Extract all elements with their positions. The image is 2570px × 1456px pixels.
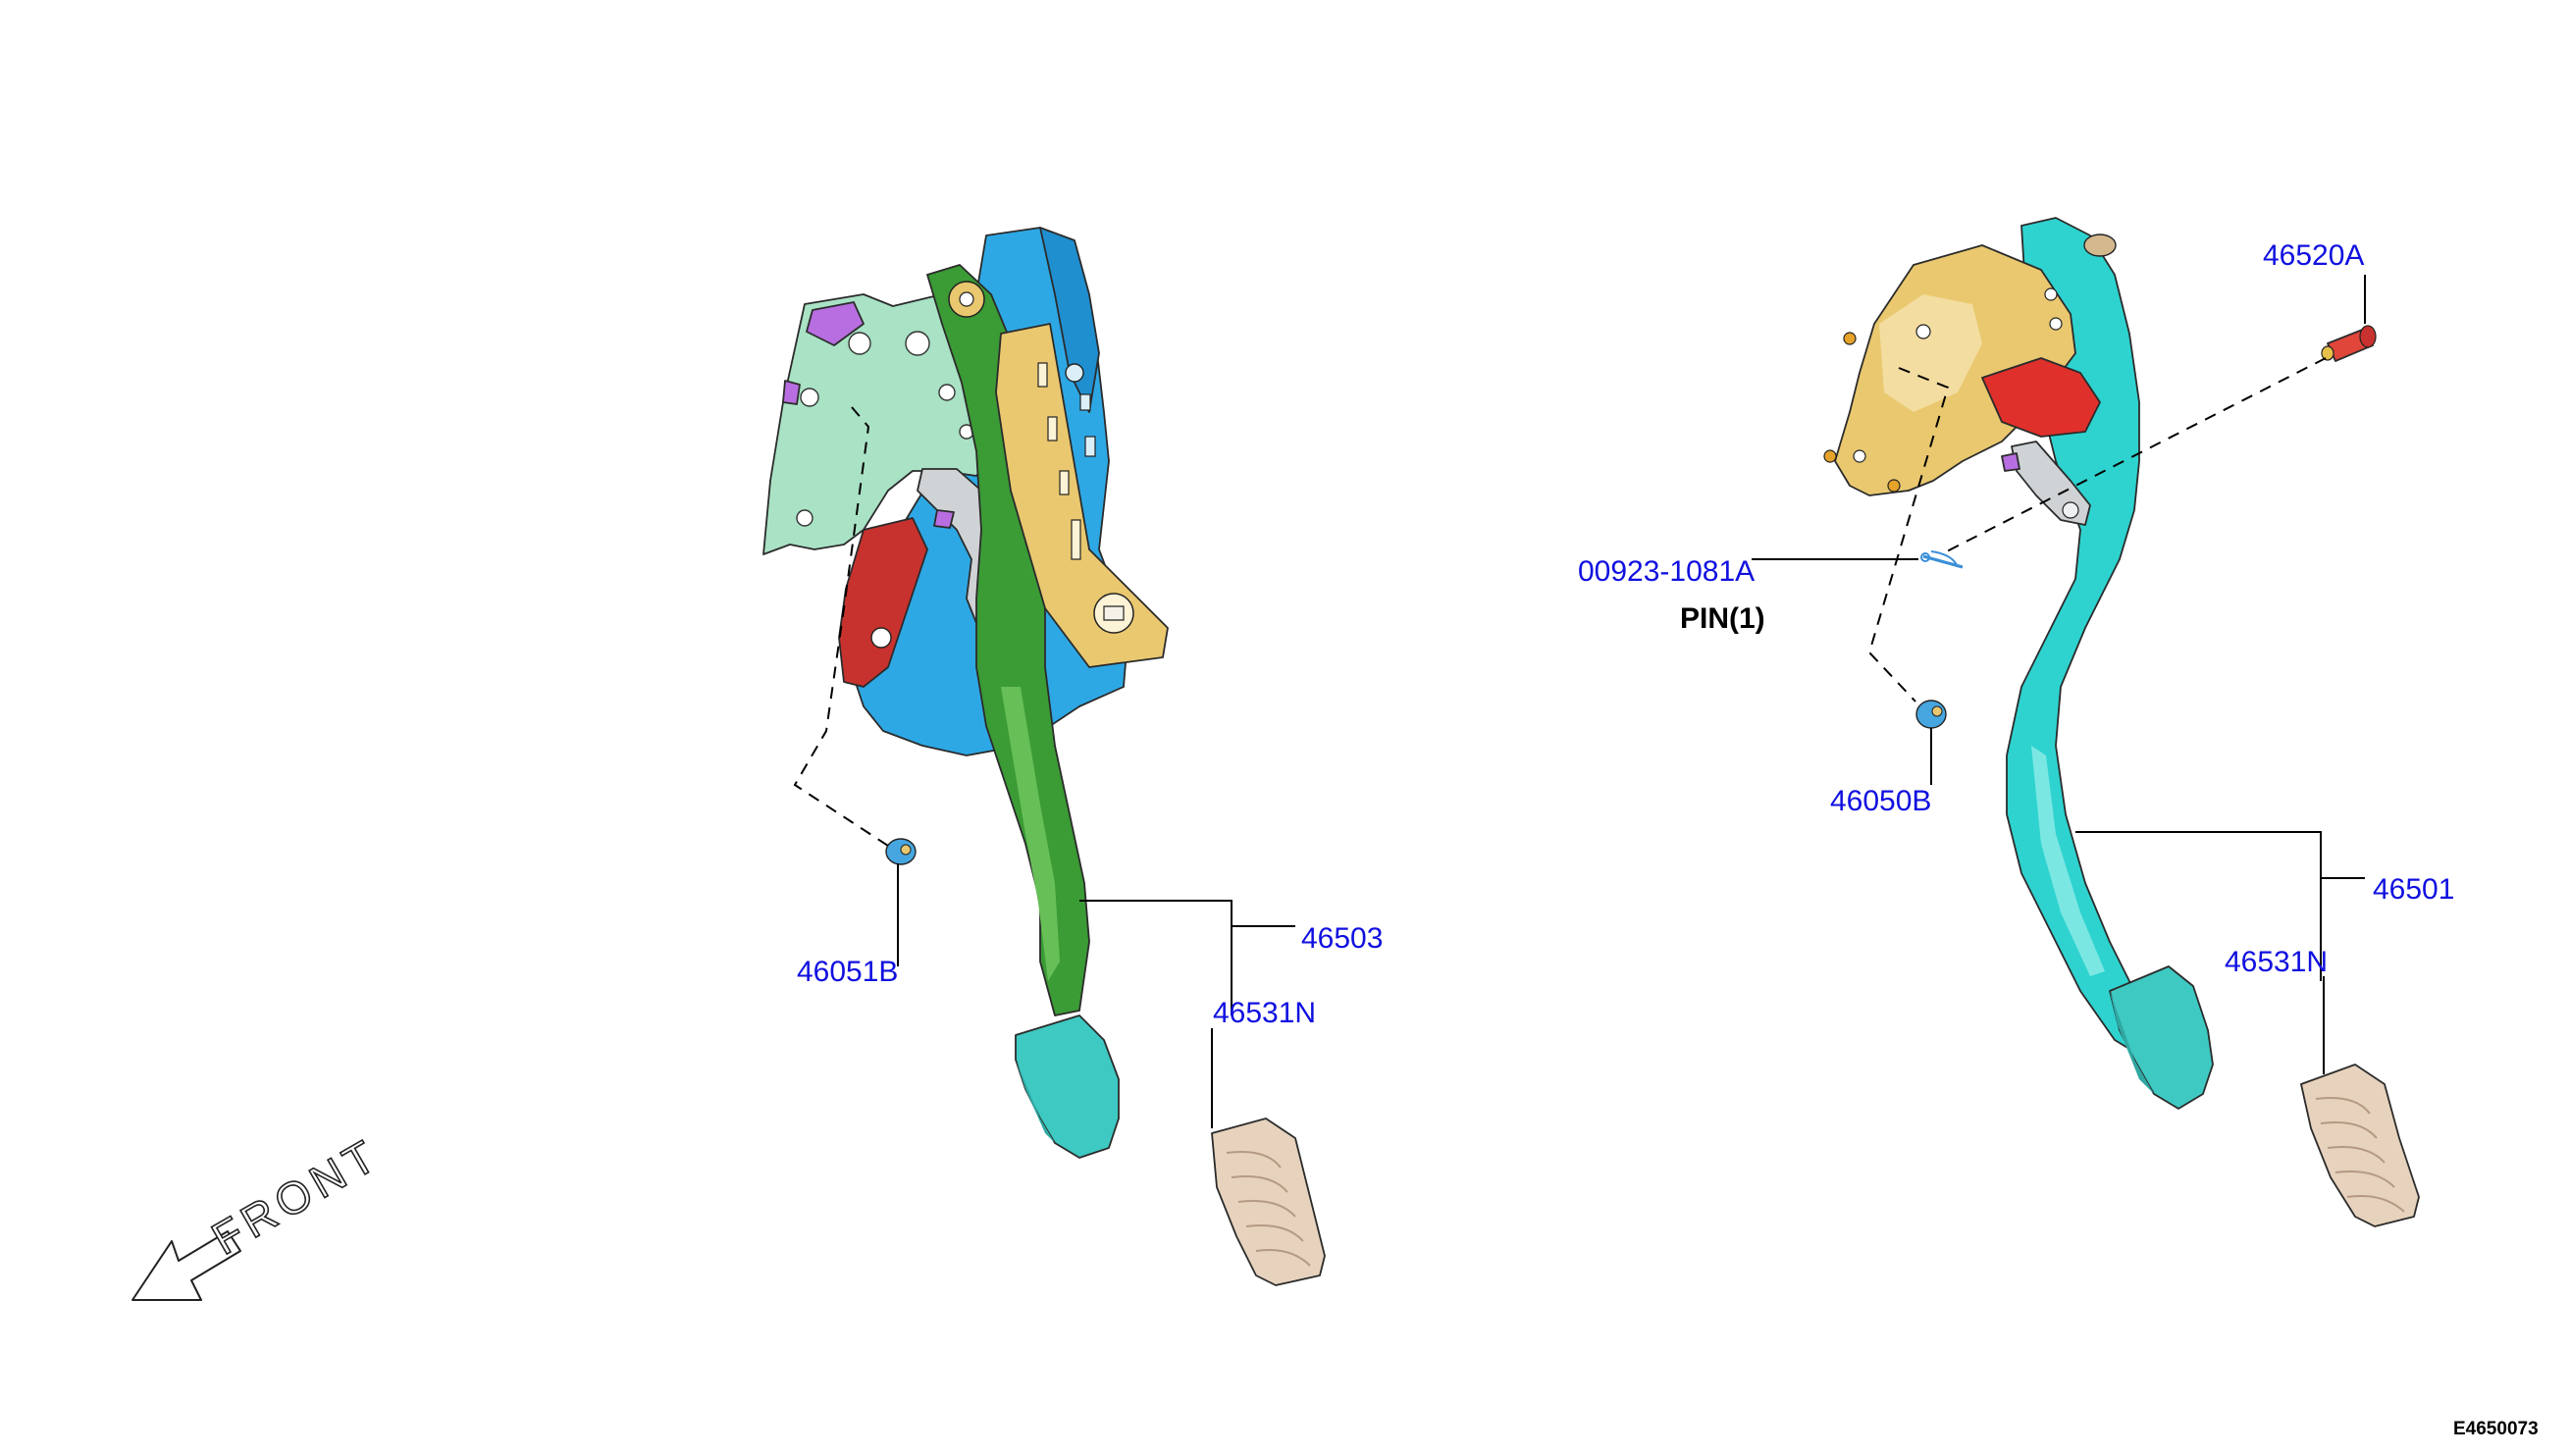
- dash-line-left: [793, 406, 889, 847]
- pedal-cover-left: [1211, 1118, 1326, 1286]
- callout-46531N-right: 46531N: [2225, 946, 2328, 978]
- callout-46531N-left: 46531N: [1213, 997, 1316, 1029]
- callout-46050B: 46050B: [1830, 785, 1931, 817]
- nut-46050B: [1915, 700, 1947, 729]
- bolt-46520A: [2321, 325, 2377, 362]
- brake-pedal-pad: [1015, 1014, 1120, 1159]
- clutch-silver-link: [2001, 441, 2091, 526]
- leader-46503: [1079, 900, 1295, 1015]
- front-direction-arrow: FRONT: [131, 1127, 390, 1301]
- figure-id: E4650073: [2453, 1419, 2539, 1439]
- clutch-tan-bracket: [1823, 244, 2076, 496]
- pin-quantity-note: PIN(1): [1680, 602, 1765, 635]
- mint-bracket: [762, 293, 1007, 555]
- tan-bracket: [995, 323, 1169, 668]
- pedal-cover-right: [2300, 1064, 2420, 1227]
- nut-46051B: [885, 838, 917, 865]
- clutch-pedal-assembly: [1752, 217, 2420, 1227]
- dash-line-bolt: [1940, 357, 2327, 555]
- callout-46501: 46501: [2373, 873, 2454, 906]
- callout-00923-1081A: 00923-1081A: [1578, 555, 1755, 588]
- leader-46501: [2075, 831, 2365, 981]
- pin-00923-1081A: [1920, 550, 1964, 569]
- callout-46503: 46503: [1301, 922, 1383, 955]
- clutch-red-block: [1981, 357, 2101, 438]
- callout-46051B: 46051B: [797, 956, 898, 988]
- dash-line-nut: [1867, 367, 1950, 702]
- callout-46520A: 46520A: [2263, 239, 2364, 272]
- front-label: FRONT: [203, 1127, 389, 1264]
- brake-pedal-assembly: [762, 227, 1326, 1286]
